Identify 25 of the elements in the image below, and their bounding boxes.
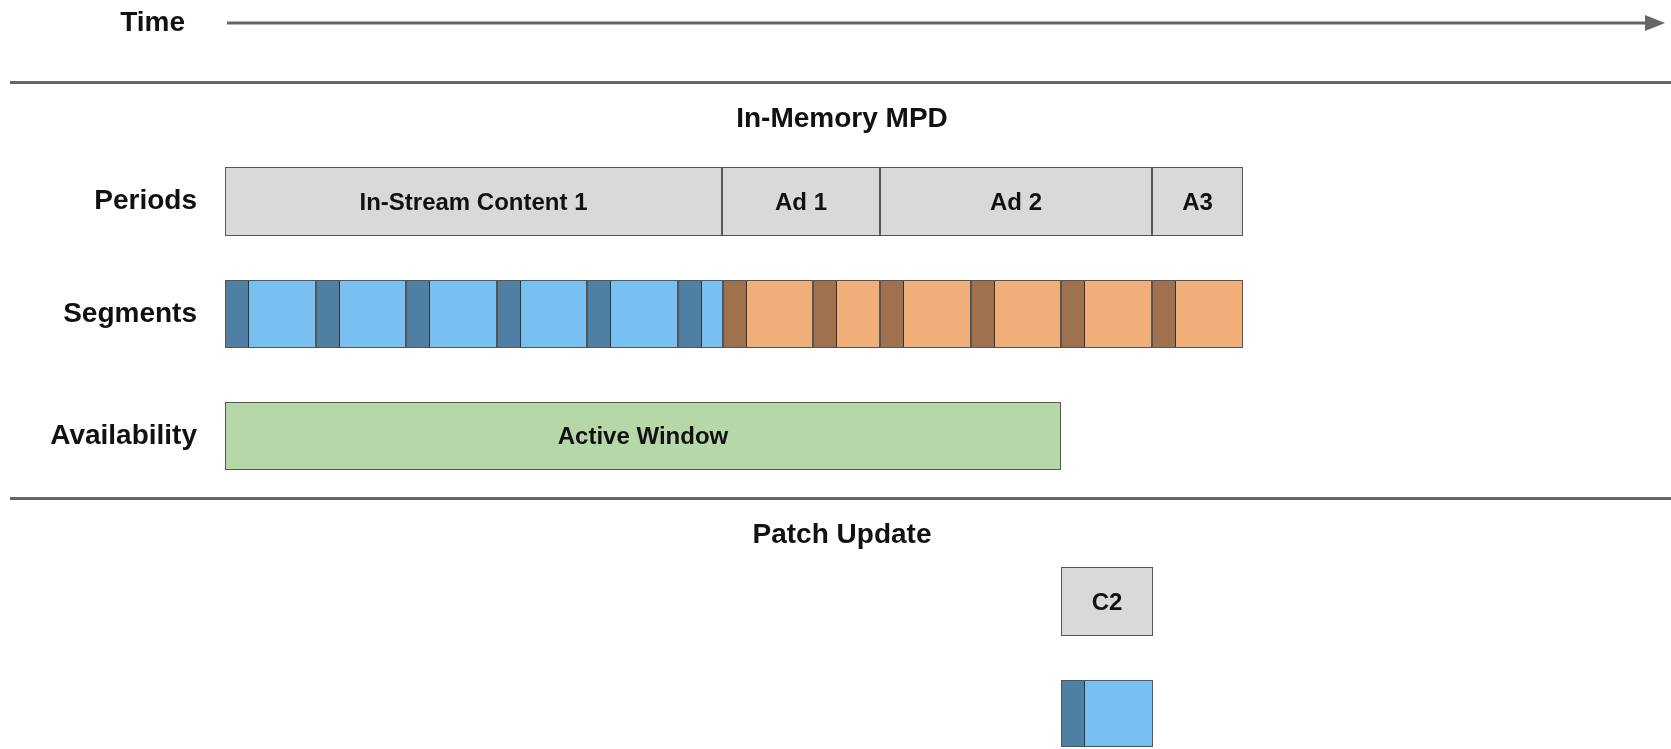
segment-bar [587, 280, 678, 348]
period-box: In-Stream Content 1 [225, 167, 722, 236]
section-heading: Patch Update [752, 518, 932, 550]
segment-bar [678, 280, 723, 348]
segment-bar [1152, 280, 1243, 348]
time-label: Time [120, 6, 185, 38]
segment-bar [497, 280, 587, 348]
segment-bar [225, 280, 316, 348]
segment-bar [406, 280, 497, 348]
row-label: Periods [94, 184, 197, 216]
row-label: Segments [63, 297, 197, 329]
segment-bar [880, 280, 971, 348]
period-box: Ad 2 [880, 167, 1152, 236]
segment-bar [971, 280, 1061, 348]
segment-bar [316, 280, 406, 348]
section-heading: In-Memory MPD [736, 102, 948, 134]
window-bar: Active Window [225, 402, 1061, 470]
segment-bar [1061, 680, 1153, 747]
period-box: Ad 1 [722, 167, 880, 236]
segment-bar [723, 280, 813, 348]
segment-bar [1061, 280, 1152, 348]
period-box: C2 [1061, 567, 1153, 636]
row-label: Availability [50, 419, 197, 451]
segment-bar [813, 280, 880, 348]
period-box: A3 [1152, 167, 1243, 236]
